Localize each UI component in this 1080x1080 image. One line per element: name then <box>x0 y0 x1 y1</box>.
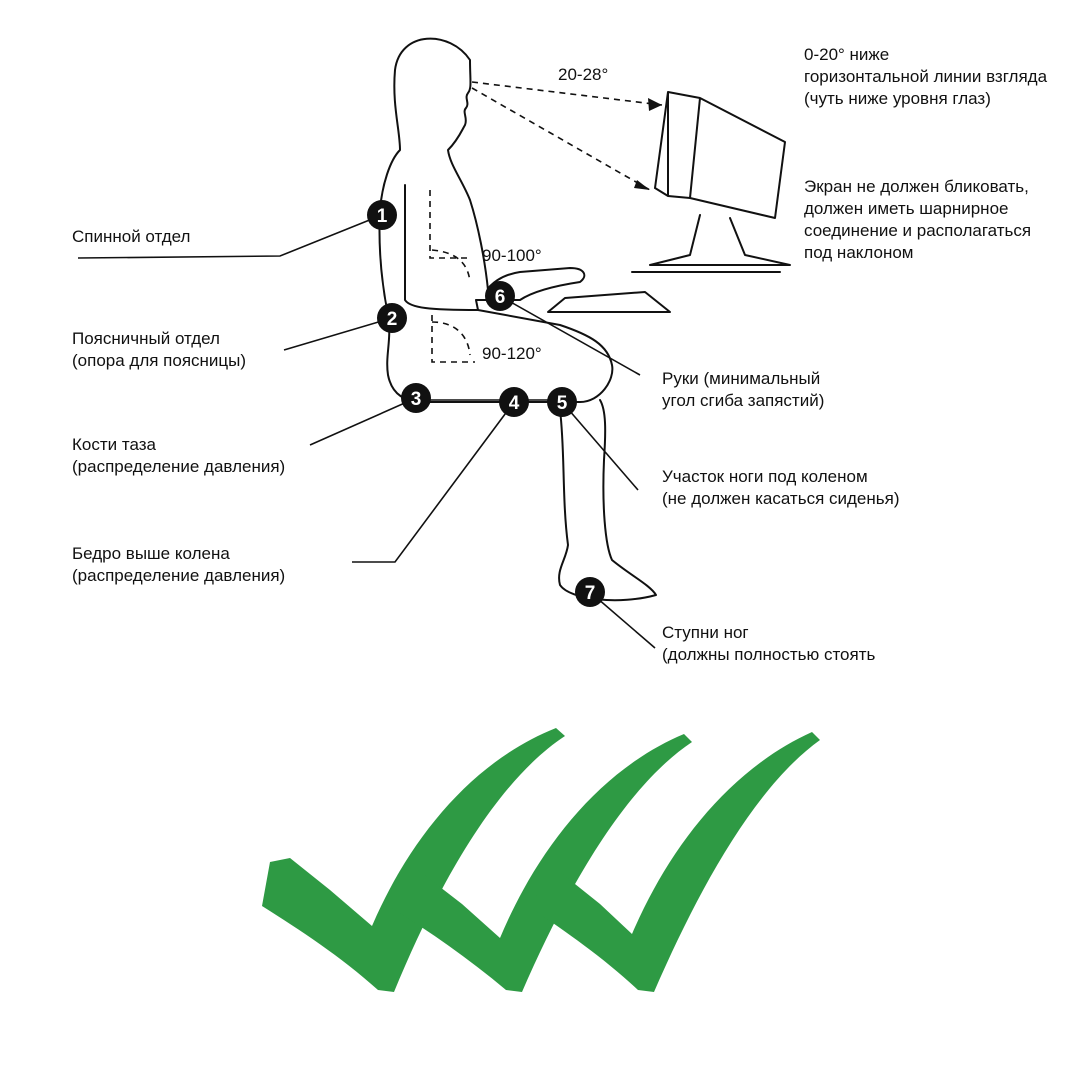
svg-text:2: 2 <box>387 309 398 330</box>
label-thigh-line1: Бедро выше колена <box>72 544 230 563</box>
checkmark-right <box>534 732 820 992</box>
svg-text:4: 4 <box>509 393 520 414</box>
sight-line-lower <box>471 87 651 191</box>
label-under-knee-line1: Участок ноги под коленом <box>662 467 868 486</box>
label-lumbar: Поясничный отдел (опора для поясницы) <box>72 328 246 372</box>
view-angle-label: 20-28° <box>558 65 609 84</box>
elbow-angle-guide <box>429 190 470 259</box>
marker-1: 1 <box>367 200 397 230</box>
svg-text:7: 7 <box>585 583 596 604</box>
keyboard-outline <box>547 291 671 313</box>
label-screen-line4: под наклоном <box>804 243 914 262</box>
leader-under-knee <box>561 401 639 491</box>
label-pelvis-line2: (распределение давления) <box>72 457 286 476</box>
svg-text:1: 1 <box>377 206 388 227</box>
label-lumbar-line1: Поясничный отдел <box>72 329 220 348</box>
label-thigh-line2: (распределение давления) <box>72 566 286 585</box>
leg-outline <box>558 399 657 602</box>
label-monitor-height-line1: 0-20° ниже <box>804 45 890 64</box>
elbow-angle-arc <box>431 249 471 283</box>
checkmark-left <box>262 728 565 992</box>
sight-line-upper <box>471 81 663 106</box>
label-pelvis: Кости таза (распределение давления) <box>72 434 285 478</box>
label-screen-line3: соединение и располагаться <box>804 221 1032 240</box>
marker-7: 7 <box>575 577 605 607</box>
label-hands-line2: угол сгиба запястий) <box>662 391 825 410</box>
label-feet-line2: (должны полностью стоять <box>662 645 876 664</box>
hip-angle-guide <box>431 315 475 363</box>
label-pelvis-line1: Кости таза <box>72 435 156 454</box>
arrowhead-lower <box>634 180 650 190</box>
leader-upper-back <box>77 214 383 259</box>
checkmark-middle <box>392 734 692 992</box>
svg-text:6: 6 <box>495 287 506 308</box>
leader-thigh <box>352 401 515 563</box>
label-feet: Ступни ног (должны полностью стоять <box>662 622 875 672</box>
label-thigh: Бедро выше колена (распределение давлени… <box>72 543 285 587</box>
triple-checkmark-icon <box>262 728 820 992</box>
label-screen-line2: должен иметь шарнирное <box>804 199 1009 218</box>
label-lumbar-line2: (опора для поясницы) <box>72 351 247 370</box>
label-monitor-height-line3: (чуть ниже уровня глаз) <box>804 89 991 108</box>
svg-text:5: 5 <box>557 393 568 414</box>
marker-4: 4 <box>499 387 529 417</box>
svg-text:3: 3 <box>411 389 422 410</box>
label-hands-line1: Руки (минимальный <box>662 369 821 388</box>
leader-pelvis <box>309 397 417 446</box>
label-screen-line1: Экран не должен бликовать, <box>804 177 1029 196</box>
marker-2: 2 <box>377 303 407 333</box>
label-under-knee-line2: (не должен касаться сиденья) <box>662 489 900 508</box>
person-outline <box>378 37 614 403</box>
arm-outline <box>404 184 479 311</box>
monitor-stand <box>649 214 791 266</box>
leader-lumbar <box>283 317 393 351</box>
hip-angle-arc <box>431 321 471 356</box>
label-hands: Руки (минимальный угол сгиба запястий) <box>662 368 824 412</box>
marker-5: 5 <box>547 387 577 417</box>
label-monitor-height-line2: горизонтальной линии взгляда <box>804 67 1048 86</box>
label-upper-back: Спинной отдел <box>72 226 190 248</box>
monitor-outline <box>654 91 786 219</box>
label-monitor-height: 0-20° ниже горизонтальной линии взгляда … <box>804 44 1076 110</box>
elbow-angle-label: 90-100° <box>482 246 542 265</box>
hip-angle-label: 90-120° <box>482 344 542 363</box>
leader-hands <box>499 295 641 376</box>
label-screen: Экран не должен бликовать, должен иметь … <box>804 176 1031 264</box>
label-under-knee: Участок ноги под коленом (не должен каса… <box>662 466 900 510</box>
label-upper-back-line1: Спинной отдел <box>72 227 191 246</box>
label-feet-line1: Ступни ног <box>662 623 749 642</box>
marker-6: 6 <box>485 281 515 311</box>
marker-3: 3 <box>401 383 431 413</box>
arrowhead-upper <box>648 98 662 111</box>
